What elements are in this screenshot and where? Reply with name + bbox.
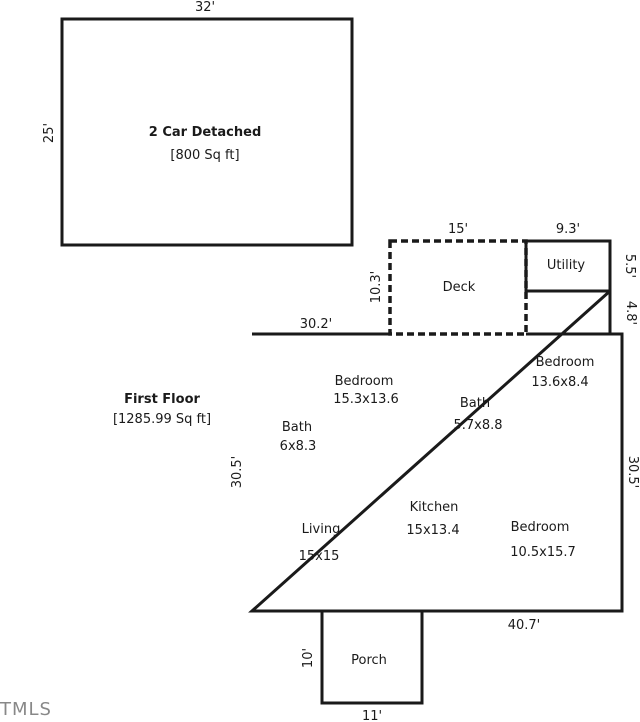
deck-label: Deck: [443, 280, 476, 295]
garage-title: 2 Car Detached: [149, 125, 262, 140]
deck-width-dim: 15': [448, 222, 468, 237]
first-floor-left-dim: 30.5': [230, 456, 245, 489]
porch-width-dim: 11': [362, 709, 382, 722]
room-bedroom1-size: 15.3x13.6: [333, 392, 399, 407]
first-floor-top-dim: 30.2': [300, 317, 333, 332]
first-floor-title: First Floor: [124, 392, 200, 407]
utility-depth-dim: 5.5': [622, 254, 637, 278]
first-floor-outline: [248, 287, 624, 613]
room-bath1-size: 6x8.3: [280, 439, 317, 454]
room-bath1-name: Bath: [282, 420, 312, 435]
room-bedroom3-size: 10.5x15.7: [510, 545, 576, 560]
utility-outline: [524, 239, 612, 293]
garage-outline: [60, 17, 354, 247]
room-bath2-size: 5.7x8.8: [453, 418, 502, 433]
room-kitchen-name: Kitchen: [410, 500, 459, 515]
porch-label: Porch: [351, 653, 387, 668]
room-kitchen-size: 15x13.4: [406, 523, 459, 538]
room-bath2-name: Bath: [460, 396, 490, 411]
garage-area: [800 Sq ft]: [170, 148, 239, 163]
utility-width-dim: 9.3': [556, 222, 580, 237]
first-floor-bottom-dim: 40.7': [508, 618, 541, 633]
room-bedroom2-name: Bedroom: [536, 355, 595, 370]
room-bedroom3-name: Bedroom: [511, 520, 570, 535]
room-bedroom2-size: 13.6x8.4: [531, 375, 588, 390]
porch-outline: [320, 609, 424, 705]
utility-label: Utility: [547, 258, 586, 273]
first-floor-notch-dim: 4.8': [623, 301, 638, 325]
deck-depth-dim: 10.3': [369, 271, 384, 304]
garage-width-dim: 32': [195, 0, 215, 15]
first-floor-right-dim: 30.5': [625, 456, 640, 489]
first-floor-area: [1285.99 Sq ft]: [113, 412, 211, 427]
mls-watermark: TMLS: [0, 699, 52, 720]
room-bedroom1-name: Bedroom: [335, 374, 394, 389]
room-living-size: 15x15: [299, 549, 340, 564]
garage-depth-dim: 25': [42, 123, 57, 143]
porch-depth-dim: 10': [301, 648, 316, 668]
room-living-name: Living: [302, 522, 341, 537]
